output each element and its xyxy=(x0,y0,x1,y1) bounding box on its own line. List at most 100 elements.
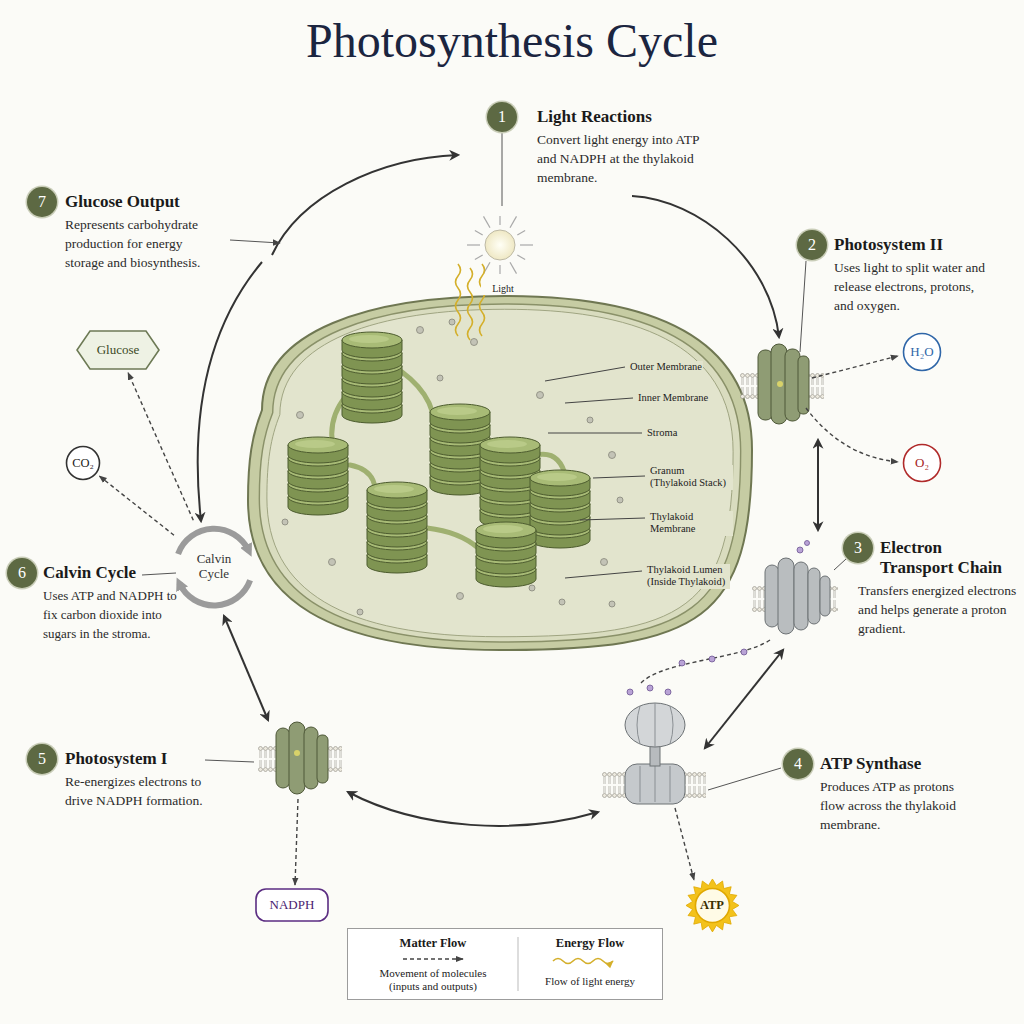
sun-icon xyxy=(499,265,500,274)
part-label: Inner Membrane xyxy=(637,392,709,404)
node-label: O₂ xyxy=(915,456,929,471)
leader-line xyxy=(142,133,846,790)
photosystem-ii-icon xyxy=(777,381,783,387)
step-number-circle: 6Calvin CycleUses ATP and NADPH to fix c… xyxy=(7,558,37,588)
stroma-granule xyxy=(357,609,363,615)
atp-synthase-icon xyxy=(625,764,685,804)
atp-synthase-icon xyxy=(602,685,706,804)
photosystem-i-icon xyxy=(276,728,290,788)
callout-number: 7 xyxy=(38,193,46,211)
step-number-circle: 3Electron Transport ChainTransfers energ… xyxy=(843,533,873,563)
cycle-arrow xyxy=(198,262,262,521)
light-label: Light xyxy=(481,283,525,295)
matter-flow-arrow xyxy=(295,799,298,885)
stroma-granule xyxy=(437,375,443,381)
part-label: Thylakoid Lumen (Inside Thylakoid) xyxy=(646,564,730,589)
photosystem-i-icon xyxy=(258,722,342,794)
step-description: Represents carbohydrate production for e… xyxy=(65,215,215,272)
cycle-arrow xyxy=(632,196,779,337)
stroma-granule xyxy=(329,559,336,566)
legend-heading: Energy Flow xyxy=(519,936,661,951)
node-label: ATP xyxy=(700,898,724,912)
molecule-badge: ATP xyxy=(685,878,740,933)
part-label: Granum (Thylakoid Stack) xyxy=(649,465,733,490)
legend-divider xyxy=(518,937,519,991)
part-label: Outer Membrane xyxy=(629,361,703,373)
leader-line xyxy=(565,398,633,403)
callout-number: 3 xyxy=(854,539,862,557)
legend-dashed-sample xyxy=(403,958,463,959)
stroma-granule xyxy=(457,593,464,600)
sun-icon xyxy=(517,255,525,260)
shape-part xyxy=(904,445,941,482)
atp-synthase-icon xyxy=(627,689,633,695)
stroma-granule xyxy=(297,412,304,419)
sun-icon xyxy=(517,231,525,236)
step-heading: ATP Synthase xyxy=(820,754,1010,774)
step-number-circle: 1Light ReactionsConvert light energy int… xyxy=(487,102,517,132)
step-heading: Photosystem II xyxy=(834,235,1014,255)
stroma-granule xyxy=(282,319,623,615)
granum-stack xyxy=(476,522,536,548)
sun-icon xyxy=(520,244,533,245)
matter-flow-arrow xyxy=(128,373,193,521)
step-heading: Light Reactions xyxy=(537,107,737,127)
photosystem-i-icon xyxy=(304,727,318,789)
step-description: Re-energizes electrons to drive NADPH fo… xyxy=(65,772,215,810)
photosystem-i-icon xyxy=(317,735,328,783)
atp-synthase-icon xyxy=(665,689,671,695)
electron-transport-icon xyxy=(794,562,808,630)
electron-transport-icon xyxy=(765,558,830,634)
stroma-granule xyxy=(471,339,478,346)
leader-line xyxy=(834,559,846,570)
node-label: CO₂ xyxy=(72,456,94,470)
sun-icon xyxy=(510,216,517,227)
sun-icon xyxy=(475,255,483,260)
matter-flow-arrow xyxy=(99,476,174,535)
cycle-arrow xyxy=(705,650,783,748)
photosystem-i-icon xyxy=(276,722,328,794)
granum-stack xyxy=(430,404,490,430)
leader-line xyxy=(548,433,642,434)
electron-transport-icon xyxy=(808,568,820,624)
shape-part xyxy=(178,529,249,554)
electron-transport-icon xyxy=(797,547,803,553)
step-heading: Calvin Cycle xyxy=(43,563,163,583)
shape-part xyxy=(695,888,729,922)
shape-part xyxy=(904,334,941,371)
chloroplast xyxy=(259,304,740,642)
shape-part xyxy=(77,331,159,369)
electron-transport-icon xyxy=(797,541,810,554)
granum-stack xyxy=(288,437,348,463)
step-heading: Electron Transport Chain xyxy=(880,538,1015,578)
step-heading: Photosystem I xyxy=(65,749,245,769)
step-description: Uses ATP and NADPH to fix carbon dioxide… xyxy=(43,586,183,643)
leader-line xyxy=(708,768,781,790)
matter-flow-arrow xyxy=(806,408,898,462)
photosystem-i-icon xyxy=(289,722,305,794)
chloroplast xyxy=(248,296,752,650)
cycle-arrow xyxy=(224,616,268,720)
matter-flow-arrow xyxy=(675,808,694,880)
step-description: Uses light to split water and release el… xyxy=(834,258,989,315)
sun-icon xyxy=(467,216,533,274)
node-label: NADPH xyxy=(270,898,315,913)
light-wave xyxy=(456,264,485,340)
photosystem-i-icon xyxy=(294,750,300,756)
atp-synthase-icon xyxy=(647,685,653,691)
sun-icon xyxy=(484,216,491,227)
stroma-granule xyxy=(601,559,608,566)
step-number-circle: 5Photosystem IRe-energizes electrons to … xyxy=(27,744,57,774)
legend-description: Flow of light energy xyxy=(519,975,661,988)
electron-transport-icon xyxy=(805,541,810,546)
sun-icon xyxy=(510,262,517,273)
electron-transport-icon xyxy=(820,576,830,616)
legend-box: Movement of molecules (inputs and output… xyxy=(347,928,663,1000)
step-heading: Glucose Output xyxy=(65,192,245,212)
callout-number: 1 xyxy=(498,108,506,126)
electron-transport-icon xyxy=(752,541,838,635)
stroma-granule xyxy=(617,497,623,503)
